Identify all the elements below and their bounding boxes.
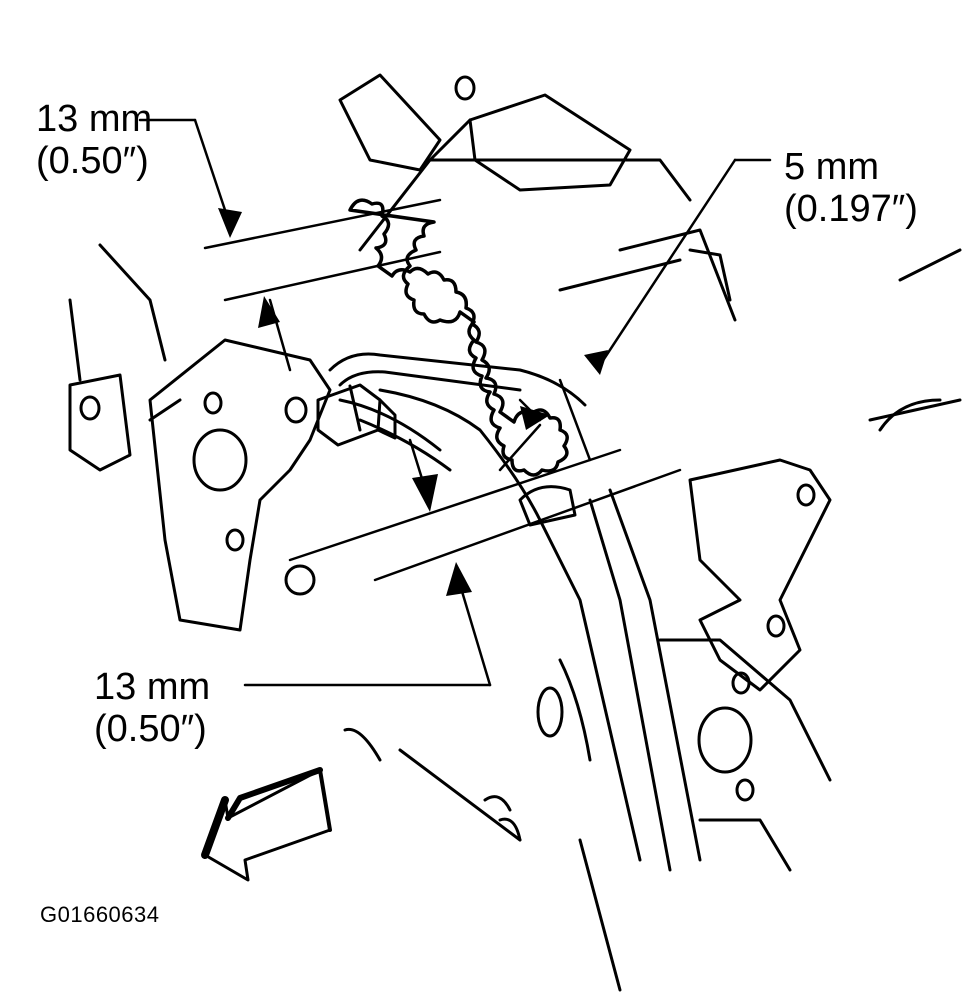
dimension-label-top-right-metric: 5 mm [784,146,879,188]
dimension-label-top-left: 13 mm (0.50″) [36,98,152,182]
dimension-label-bottom-left-metric: 13 mm [94,666,211,708]
front-cover [328,352,702,992]
dimension-label-top-right: 5 mm (0.197″) [784,146,918,230]
dimension-label-bottom-left: 13 mm (0.50″) [94,666,210,750]
dimension-label-top-left-metric: 13 mm [36,98,153,140]
dimension-label-top-right-imperial: (0.197″) [784,188,918,230]
dimension-label-bottom-left-imperial: (0.50″) [94,708,207,750]
figure-id: G01660634 [40,902,160,927]
dimension-label-top-left-imperial: (0.50″) [36,140,149,182]
dimension-lines [138,118,772,687]
right-bracket [658,458,832,872]
tensioner-bolt [316,383,397,447]
front-direction-arrow-icon [201,767,332,882]
engine-block-outlines [68,73,962,472]
dimension-arrowheads [218,208,608,596]
timing-chain [348,198,569,477]
left-flange [148,338,332,632]
